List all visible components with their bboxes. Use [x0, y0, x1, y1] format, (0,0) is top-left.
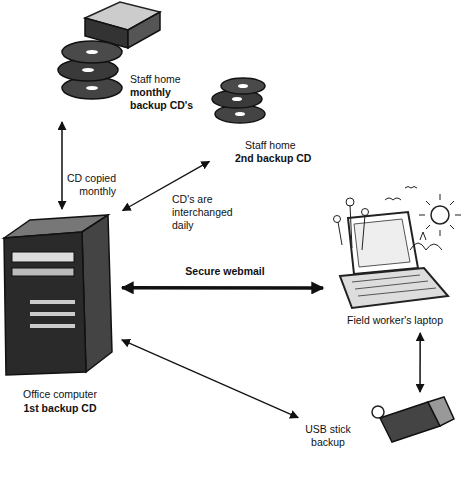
cd-disc: [62, 41, 122, 63]
drive-bay: [12, 268, 74, 276]
node-caption: Staff home: [130, 73, 210, 86]
icon-node: USB stick backup: [300, 395, 450, 460]
edge-label: CD's are interchanged daily: [172, 193, 238, 232]
arrow-connector: [61, 122, 63, 209]
node-caption: USB stick backup: [300, 423, 356, 449]
cd-disc: [221, 78, 265, 94]
laptop-screen: [348, 212, 418, 274]
flower-stems: [338, 205, 365, 250]
usb-plug: [428, 397, 454, 426]
cd-stack-icon: [212, 78, 265, 123]
cd-hole: [86, 86, 98, 90]
cd-hole: [82, 68, 94, 72]
computer-tower-icon: [4, 215, 112, 375]
node-caption: Field worker's laptop: [325, 314, 465, 327]
cd-hole: [232, 97, 242, 101]
usb-stick-icon: [372, 397, 454, 442]
edge-label: CD copied monthly: [62, 172, 116, 198]
node-subcaption: 1st backup CD: [0, 402, 120, 415]
cd-hole: [235, 112, 245, 116]
node-caption: Office computer: [0, 388, 120, 401]
node-subcaption: 2nd backup CD: [235, 152, 321, 165]
landscape-scribble: [410, 232, 442, 250]
arrow-connector: [122, 340, 298, 418]
icon-node: Field worker's laptop: [325, 180, 465, 330]
drive-slot: [30, 300, 75, 304]
node-caption: Staff home: [245, 139, 320, 152]
cd-hole: [238, 84, 248, 88]
keyboard-lines: [352, 275, 436, 296]
icon-node: Staff homemonthly backup CD's: [50, 0, 210, 118]
edge-label: Secure webmail: [170, 265, 280, 278]
flower: [346, 198, 354, 206]
birds: [385, 187, 417, 201]
tower-front: [4, 232, 86, 375]
drive-bay: [12, 252, 74, 262]
drive-slot: [30, 312, 75, 316]
key-ring: [372, 406, 384, 418]
tower-side: [82, 215, 112, 372]
icon-node: Office computer1st backup CD: [0, 212, 120, 417]
icon-node: Staff home2nd backup CD: [212, 78, 322, 170]
arrow-connector: [419, 333, 421, 392]
laptop-base: [340, 268, 448, 308]
cd-hole: [86, 50, 98, 54]
flower: [334, 216, 341, 223]
sun: [431, 206, 449, 224]
cd-case-side: [128, 12, 160, 48]
arrow-connector: [122, 286, 323, 290]
drive-slot: [30, 324, 75, 328]
flower: [362, 209, 369, 216]
sun-rays: [419, 194, 461, 236]
laptop-icon: [334, 187, 462, 309]
node-subcaption: monthly backup CD's: [130, 86, 206, 112]
